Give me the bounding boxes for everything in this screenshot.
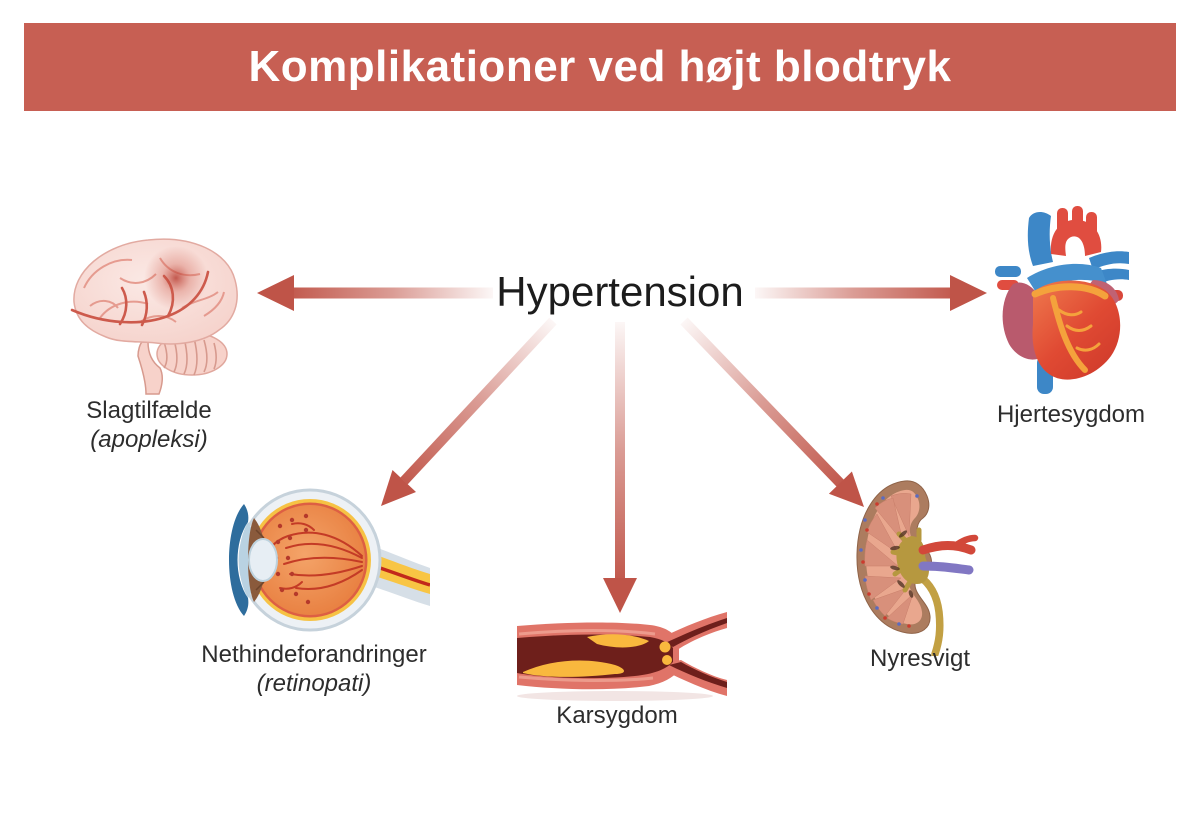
eye-illustration [229, 488, 430, 632]
retinopathy-label-sub: (retinopati) [256, 670, 372, 697]
stroke-label-sub: (apopleksi) [90, 426, 208, 453]
heart-disease-label-main: Hjertesygdom [996, 401, 1146, 428]
arrow-to-kidney [680, 317, 864, 507]
title-banner: Komplikationer ved højt blodtryk [24, 23, 1176, 111]
blood-vessel-illustration [517, 612, 727, 701]
arrow-to-vessel [603, 322, 637, 613]
stroke-label: Slagtilfælde (apopleksi) [86, 396, 211, 454]
hypertension-label: Hypertension [496, 268, 744, 315]
kidney-illustration [856, 480, 979, 656]
arrow-to-eye [381, 317, 557, 506]
arrow-to-brain [257, 275, 493, 311]
brain-illustration [70, 238, 238, 395]
retinopathy-label-main: Nethindeforandringer [201, 641, 427, 668]
vascular-disease-label-main: Karsygdom [556, 702, 678, 729]
page-title: Komplikationer ved højt blodtryk [248, 42, 952, 91]
kidney-failure-label-main: Nyresvigt [869, 645, 971, 672]
kidney-failure-label: Nyresvigt [870, 644, 970, 673]
heart-disease-label: Hjertesygdom [997, 400, 1145, 429]
stroke-label-main: Slagtilfælde [86, 397, 212, 424]
retinopathy-label: Nethindeforandringer (retinopati) [201, 640, 426, 698]
heart-illustration [995, 206, 1129, 394]
arrow-to-heart [755, 275, 987, 311]
vascular-disease-label: Karsygdom [556, 701, 677, 730]
